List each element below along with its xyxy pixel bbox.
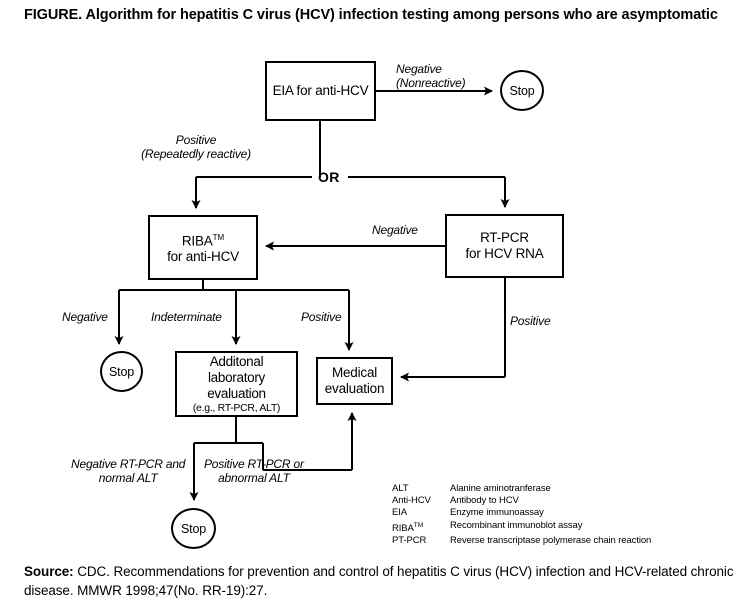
edge-label-negative-riba: Negative [62,310,108,324]
edge-label-positive-riba: Positive [301,310,342,324]
node-eia-for-anti-hcv[interactable]: EIA for anti-HCV [265,61,376,121]
or-junction-label: OR [318,169,340,185]
node-rtpcr-line1: RT-PCR [480,230,529,245]
legend-abbr: EIA [392,507,408,519]
edge-label-line1: Positive RT-PCR or [204,457,304,471]
node-rt-pcr-for-hcv-rna[interactable]: RT-PCR for HCV RNA [445,214,564,278]
flowchart: EIA for anti-HCV Stop RIBATM for anti-HC… [62,61,651,549]
legend-row: ALT Alanine aminotranferase [392,483,651,495]
node-riba-line2: for anti-HCV [167,249,239,265]
legend-abbr: RIBATM [392,521,424,534]
node-stop-negative-riba[interactable]: Stop [100,351,143,392]
edge-label-indeterminate: Indeterminate [151,310,222,324]
edge-label-positive-rtpcr-abnormal-alt: Positive RT-PCR or abnormal ALT [204,457,304,485]
node-additional-laboratory-evaluation[interactable]: Additonal laboratory evaluation (e.g., R… [175,351,298,417]
node-medical-evaluation[interactable]: Medical evaluation [316,357,393,405]
page-title: FIGURE. Algorithm for hepatitis C virus … [24,7,718,23]
legend-row: PT-PCR Reverse transcriptase polymerase … [392,535,651,547]
node-lab-line2: laboratory [207,369,266,385]
legend-row: Anti-HCV Antibody to HCV [392,495,651,507]
legend-abbr: PT-PCR [392,534,427,546]
node-lab-textstack: Additonal laboratory evaluation (e.g., R… [192,353,281,415]
flowchart-connectors [114,86,510,501]
edge-label-line2: abnormal ALT [218,471,290,485]
legend-definition: Enzyme immunoassay [450,507,544,519]
node-rtpcr-line2: for HCV RNA [465,246,544,261]
edge-label-negative-rtpcr-normal-alt: Negative RT-PCR and normal ALT [71,457,185,485]
legend-definition: Antibody to HCV [450,495,519,507]
stop-label: Stop [181,521,206,536]
edge-label-line1: Negative RT-PCR and [71,457,186,471]
node-lab-line1: Additonal [209,353,264,369]
stop-label: Stop [509,83,535,98]
node-stop-negative-rtpcr-normal-alt[interactable]: Stop [171,508,216,549]
source-text: CDC. Recommendations for prevention and … [24,564,734,598]
node-eia-label: EIA for anti-HCV [272,83,369,98]
legend-row: RIBATM Recombinant immunoblot assay [392,520,651,535]
node-stop-negative-eia[interactable]: Stop [500,70,544,111]
abbreviations-legend: ALT Alanine aminotranferase Anti-HCV Ant… [392,483,651,547]
edge-label-line1: Negative [396,62,442,76]
legend-definition: Recombinant immunoblot assay [450,519,583,531]
trademark-superscript: TM [212,232,225,242]
node-med-line1: Medical [331,365,378,380]
stop-label: Stop [109,364,134,379]
trademark-superscript: TM [413,521,424,529]
legend-abbr: Anti-HCV [392,495,431,507]
edge-label-line2: (Repeatedly reactive) [141,147,251,161]
edge-label-line2: (Nonreactive) [396,76,466,90]
edge-label-negative-rtpcr-to-riba: Negative [372,223,418,237]
node-lab-line3: evaluation [207,385,266,401]
edge-label-line1: Positive [175,133,217,147]
legend-definition: Alanine aminotranferase [450,483,551,494]
legend-abbr: ALT [392,483,409,494]
source-label: Source: [24,564,74,579]
node-lab-line4: (e.g., RT-PCR, ALT) [192,401,281,414]
legend-definition: Reverse transcriptase polymerase chain r… [450,534,652,546]
node-riba-line1: RIBATM [181,232,225,249]
source-citation: Source: CDC. Recommendations for prevent… [24,562,734,600]
legend-row: EIA Enzyme immunoassay [392,507,651,519]
edge-label-negative-nonreactive: Negative (Nonreactive) [396,62,466,90]
edge-label-line2: normal ALT [98,471,158,485]
edge-label-positive-rtpcr: Positive [510,314,551,328]
edge-label-positive-repeatedly-reactive: Positive (Repeatedly reactive) [141,133,251,161]
node-riba-for-anti-hcv[interactable]: RIBATM for anti-HCV [148,215,258,280]
node-med-line2: evaluation [324,381,385,396]
